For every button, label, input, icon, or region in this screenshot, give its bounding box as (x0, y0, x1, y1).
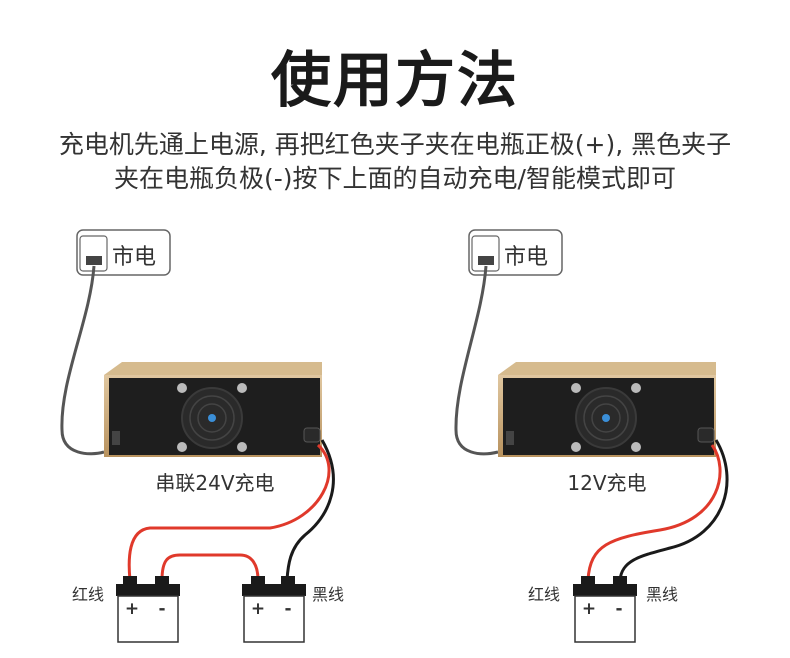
left-outlet-label: 市电 (112, 245, 156, 270)
left-power-outlet: 市电 (76, 229, 171, 276)
right-black-wire-label: 黑线 (646, 585, 678, 604)
left-battery-1-negative: - (158, 599, 165, 619)
left-jumper-wire (160, 553, 260, 581)
left-red-wire (127, 443, 331, 581)
right-fan-icon (571, 383, 641, 452)
left-battery-2-negative: - (284, 599, 291, 619)
left-battery-2: + - (242, 576, 306, 643)
left-diagram: 市电 串联24V充电 (60, 229, 344, 643)
right-red-wire (586, 444, 722, 581)
left-battery-2-positive: + (251, 599, 265, 619)
left-fan-icon (177, 383, 247, 452)
left-power-cord (60, 265, 105, 456)
instruction-line-2: 夹在电瓶负极(-)按下上面的自动充电/智能模式即可 (114, 164, 676, 193)
right-battery-positive: + (582, 599, 596, 619)
right-outlet-label: 市电 (504, 245, 548, 270)
right-diagram: 市电 12V充电 + - (454, 229, 729, 643)
instruction-line-1: 充电机先通上电源, 再把红色夹子夹在电瓶正极(+), 黑色夹子 (58, 130, 732, 159)
left-mode-label: 串联24V充电 (155, 471, 274, 495)
left-battery-1: + - (116, 576, 180, 643)
page-title: 使用方法 (271, 46, 519, 116)
right-charger (498, 362, 716, 457)
right-power-cord (454, 265, 499, 456)
left-charger (104, 362, 322, 457)
left-black-wire-label: 黑线 (312, 585, 344, 604)
left-black-wire (285, 439, 335, 581)
right-mode-label: 12V充电 (567, 471, 646, 495)
left-battery-1-positive: + (125, 599, 139, 619)
left-red-wire-label: 红线 (72, 585, 104, 604)
right-power-outlet: 市电 (468, 229, 563, 276)
right-battery: + - (573, 576, 637, 643)
right-black-wire (618, 439, 729, 581)
right-battery-negative: - (615, 599, 622, 619)
right-red-wire-label: 红线 (528, 585, 560, 604)
instructions-text: 充电机先通上电源, 再把红色夹子夹在电瓶正极(+), 黑色夹子 夹在电瓶负极(-… (20, 128, 770, 196)
